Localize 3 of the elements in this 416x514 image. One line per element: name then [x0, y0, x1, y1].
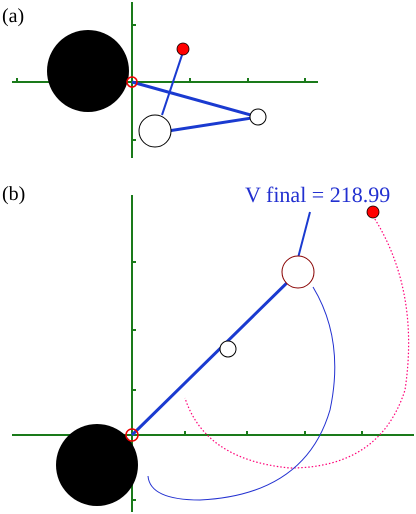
velocity-label: V final = 218.99	[245, 184, 390, 206]
panel-label: (b)	[2, 184, 26, 204]
panel-label: (a)	[2, 6, 24, 26]
